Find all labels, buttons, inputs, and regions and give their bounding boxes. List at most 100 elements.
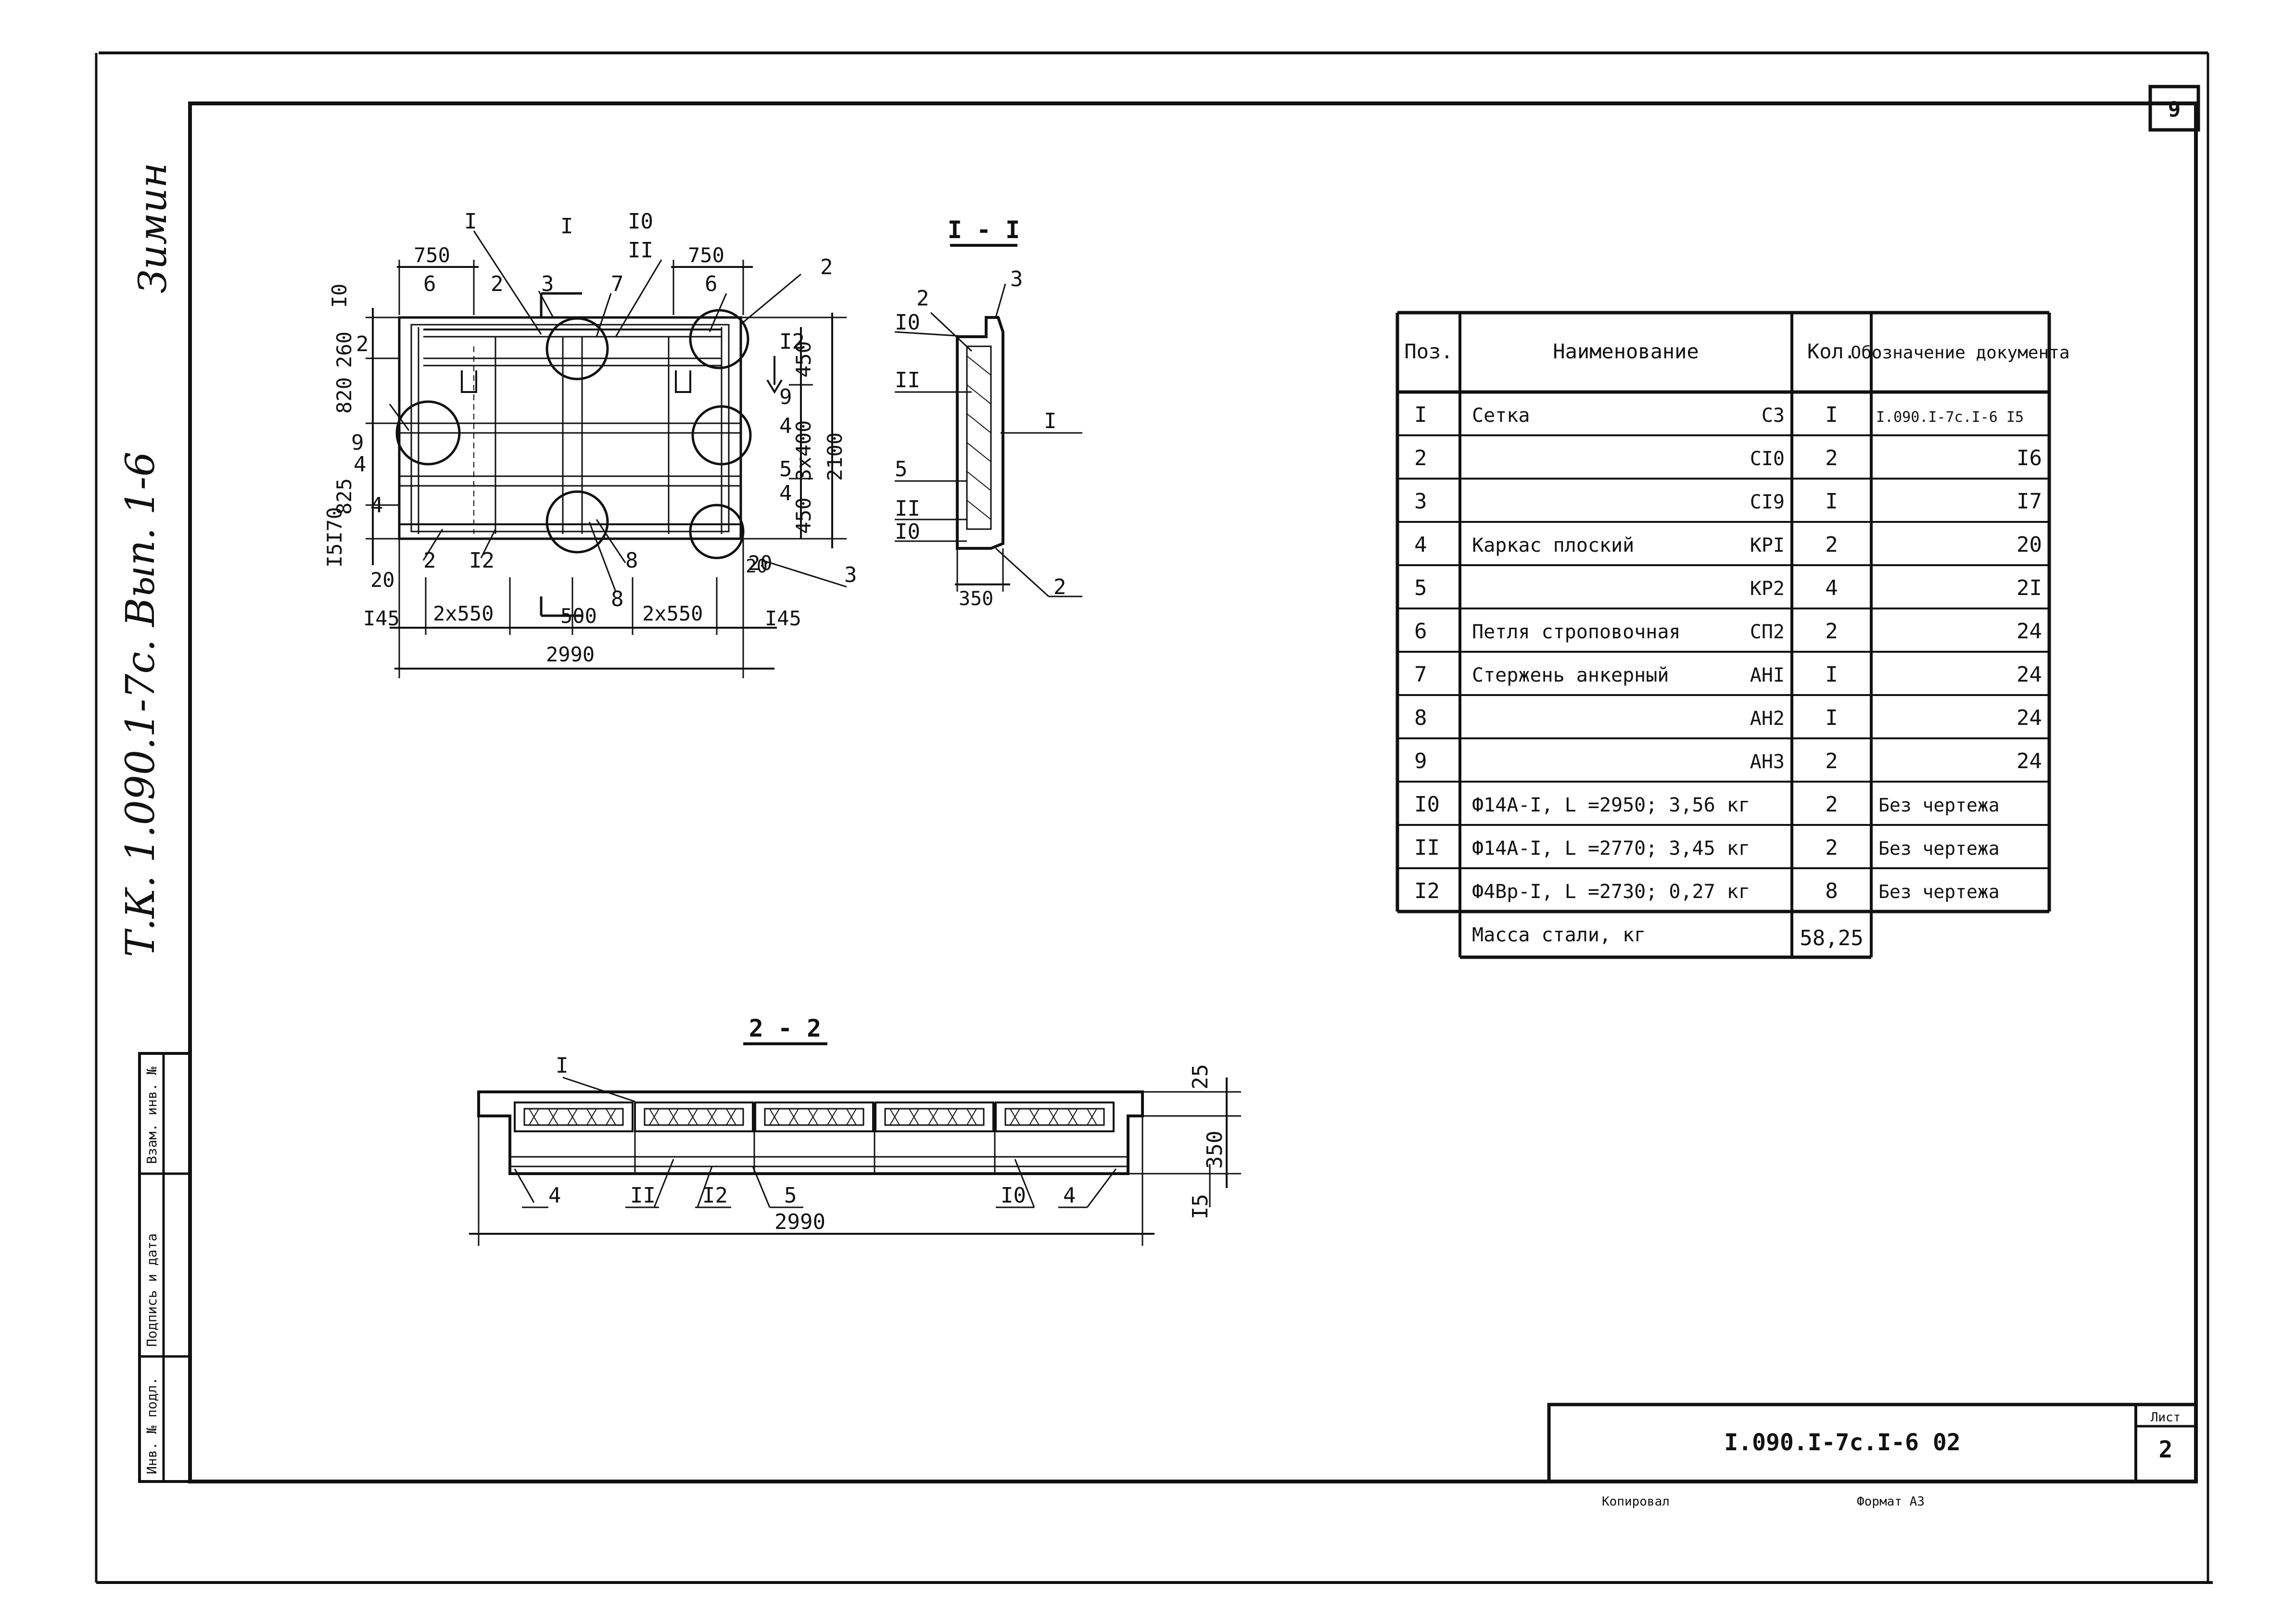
callout-2-left: 2 (356, 332, 369, 356)
row-doc: I.090.I-7c.I-6 I5 (1876, 409, 2024, 426)
sec2-callout-11: II (630, 1183, 656, 1208)
sec1-callout-2b: 2 (1053, 575, 1066, 599)
row-doc: 20 (2017, 532, 2042, 557)
row-name: Сетка (1472, 405, 1530, 427)
dim-2x550-right: 2x550 (642, 602, 703, 625)
callout-12-right: I2 (779, 329, 805, 354)
row-pos: 4 (1414, 532, 1427, 557)
stamp-cell-signature-date: Подпись и дата (144, 1233, 160, 1347)
copied-label: Копировал (1602, 1494, 1670, 1509)
row-qty: I (1825, 662, 1838, 687)
header-doc: Обозначение документа (1851, 343, 2069, 363)
row-mark: СI9 (1750, 491, 1785, 513)
callout-3-top: 3 (541, 272, 554, 296)
drawing-frame (188, 101, 2198, 1483)
sec2-callout-I: I (556, 1053, 569, 1078)
row-pos: II (1414, 836, 1440, 860)
section-2-2: 2 - 2 I 4 II I2 5 I0 4 25 350 I5 2990 (469, 1014, 1241, 1246)
row-qty: 2 (1825, 532, 1838, 557)
dim-2x550-left: 2x550 (433, 602, 494, 625)
sec1-callout-11a: II (895, 368, 920, 393)
dim-3x400: 3x400 (792, 420, 815, 481)
row-name: Ф14А-I, L =2950; 3,56 кг (1472, 794, 1750, 816)
row-name: Ф4Вр-I, L =2730; 0,27 кг (1472, 881, 1750, 903)
side-note: Т.К. 1.090.1-7с. Вып. 1-6 (118, 452, 164, 957)
row-doc: 2I (2017, 576, 2042, 600)
callout-2-right: 2 (820, 255, 833, 279)
dim-750-right: 750 (688, 243, 724, 267)
drawing-code: I.090.I-7c.I-6 02 (1724, 1429, 1960, 1456)
sec2-callout-4b: 4 (1063, 1183, 1076, 1208)
row-qty: 4 (1825, 576, 1838, 600)
row-name: Стержень анкерный (1472, 664, 1669, 686)
callout-12-bottom: I2 (469, 548, 495, 573)
row-mark: СI0 (1750, 448, 1785, 470)
row-mark: СП2 (1750, 621, 1785, 643)
row-pos: 6 (1414, 619, 1427, 644)
dim-820: 820 (332, 377, 356, 414)
plan-view: 750 750 I0 260 820 825 I70 I5 450 3x400 … (323, 209, 857, 678)
row-doc: 24 (2017, 662, 2042, 687)
callout-9-left: 9 (351, 431, 364, 455)
sec1-callout-10a: I0 (895, 310, 920, 335)
row-pos: I0 (1414, 792, 1440, 817)
dim-500: 500 (560, 604, 597, 628)
total-value: 58,25 (1800, 926, 1863, 950)
row-pos: 3 (1414, 489, 1427, 514)
callout-1: I (464, 209, 477, 234)
sec1-callout-5: 5 (895, 457, 908, 481)
sec1-callout-I: I (1044, 409, 1057, 433)
row-qty: I (1825, 403, 1838, 427)
header-qty: Кол. (1807, 340, 1856, 363)
sheet-label: Лист (2151, 1410, 2181, 1425)
row-qty: I (1825, 706, 1838, 730)
row-qty: 2 (1825, 446, 1838, 470)
dim-450-bottom: 450 (792, 497, 815, 534)
dim-750-left: 750 (414, 243, 450, 267)
dim-145-left: I45 (363, 607, 400, 630)
row-doc: Без чертежа (1878, 881, 2000, 902)
row-mark: АН3 (1750, 751, 1785, 773)
signature: Зимин (130, 163, 175, 293)
row-name: Петля строповочная (1472, 621, 1680, 643)
dim-145-right: I45 (765, 607, 801, 630)
callout-4-left: 4 (354, 452, 367, 477)
stamp-cell-replace-inv: Взам. инв. № (144, 1067, 160, 1164)
row-mark: КР2 (1750, 578, 1785, 600)
sec2-dim-25: 25 (1188, 1064, 1213, 1089)
callout-10: I0 (628, 209, 653, 234)
row-doc: 24 (2017, 619, 2042, 644)
row-doc: I7 (2017, 489, 2042, 514)
callout-section-1: I (560, 214, 573, 239)
callout-3-right: 3 (844, 563, 857, 587)
callout-6-left: 6 (423, 272, 436, 296)
dim-170: I70 (323, 507, 346, 544)
format-label: Формат А3 (1857, 1494, 1925, 1509)
row-doc: 24 (2017, 749, 2042, 773)
dim-20-right: 20 (748, 551, 773, 575)
sec2-callout-5: 5 (784, 1183, 797, 1208)
callout-6-right: 6 (705, 272, 718, 296)
sheet-number: 2 (2159, 1436, 2173, 1463)
row-qty: 2 (1825, 619, 1838, 644)
row-pos: 8 (1414, 706, 1427, 730)
section-1-title: I - I (948, 216, 1020, 244)
row-pos: 9 (1414, 749, 1427, 773)
header-name: Наименование (1553, 340, 1699, 363)
callout-20-right: 20 (746, 556, 768, 577)
sec1-callout-11b: II (895, 496, 920, 521)
dim-20-left: 20 (370, 568, 395, 592)
row-doc: Без чертежа (1878, 838, 2000, 859)
row-qty: 2 (1825, 836, 1838, 860)
row-pos: I2 (1414, 879, 1440, 903)
dim-825: 825 (332, 478, 356, 515)
section-1-1: I - I 2 3 I0 II 5 II I0 2 I 350 (894, 216, 1082, 610)
row-qty: 2 (1825, 792, 1838, 817)
callout-7: 7 (611, 272, 624, 296)
dim-260: 260 (332, 331, 356, 368)
callout-2-bottom: 2 (423, 548, 436, 573)
sec1-width: 350 (959, 588, 993, 610)
title-block (1547, 1403, 2198, 1483)
sec1-callout-2: 2 (916, 286, 929, 311)
